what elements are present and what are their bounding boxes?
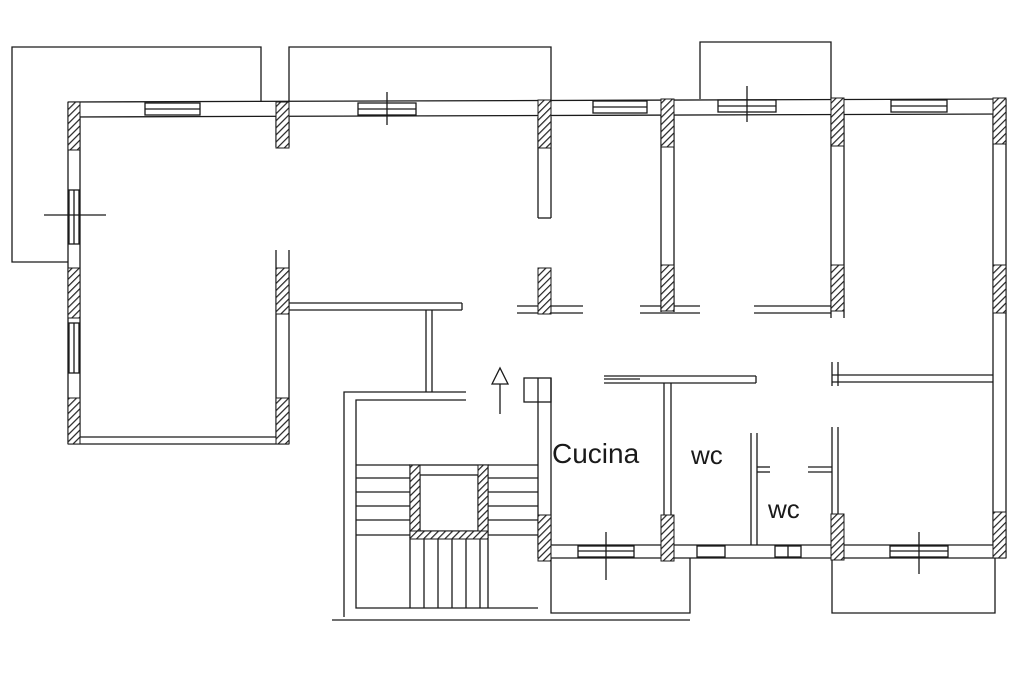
room-label-cucina: Cucina [552, 438, 640, 469]
stair-icon [356, 464, 538, 608]
room-label-wc-2: wc [767, 494, 800, 524]
balcony-bottom-right [831, 558, 996, 614]
windows [44, 86, 949, 580]
balcony-bottom-middle [550, 558, 691, 614]
balcony-top-middle [288, 46, 552, 102]
exterior-walls [67, 98, 1007, 559]
structural-columns [67, 97, 1007, 562]
balcony-top-right [699, 41, 832, 99]
room-label-wc-1: wc [690, 440, 723, 470]
balcony-left [11, 46, 262, 263]
interior-walls [289, 114, 993, 621]
entrance-arrow-icon [490, 366, 640, 414]
